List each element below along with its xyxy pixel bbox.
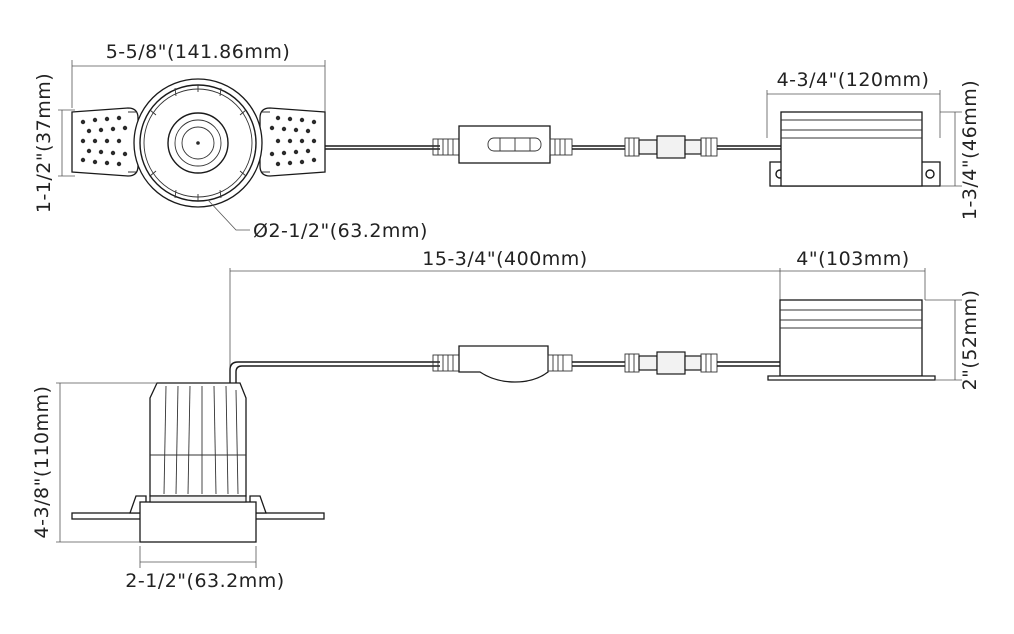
fixture-width-dimension: 2-1/2"(63.2mm): [125, 546, 284, 592]
top-diameter-dimension: Ø2-1/2"(63.2mm): [207, 199, 428, 242]
driver-side-width-label: 4"(103mm): [796, 248, 909, 270]
driver-side-view: 2"(52mm): [767, 290, 981, 391]
fixture-side-body: [71, 361, 440, 543]
top-width-label: 5-5/8"(141.86mm): [106, 41, 291, 63]
side-view: 15-3/4"(400mm) 4"(103mm): [31, 248, 981, 592]
top-diameter-label: Ø2-1/2"(63.2mm): [253, 220, 428, 242]
cable-length-dimension: 15-3/4"(400mm): [229, 248, 780, 370]
driver-top-width-label: 4-3/4"(120mm): [777, 69, 930, 91]
top-cable: [325, 125, 785, 164]
top-height-label: 1-1/2"(37mm): [33, 73, 55, 213]
side-cable: [432, 345, 780, 383]
right-spring-clip: [259, 107, 326, 177]
fixture-height-dimension: 4-3/8"(110mm): [31, 382, 157, 543]
left-spring-clip: [71, 107, 139, 177]
top-view: 5-5/8"(141.86mm) 1-1/2"(37mm): [33, 41, 981, 242]
driver-top-view: 4-3/4"(120mm) 1-3/4"(46mm): [766, 69, 981, 220]
driver-top-height-label: 1-3/4"(46mm): [959, 80, 981, 220]
top-width-dimension: 5-5/8"(141.86mm): [71, 41, 326, 118]
driver-side-width-dimension: 4"(103mm): [779, 248, 926, 300]
driver-side-height-label: 2"(52mm): [959, 290, 981, 391]
fixture-height-label: 4-3/8"(110mm): [31, 386, 53, 539]
fixture-top-body: [133, 78, 263, 208]
cable-length-label: 15-3/4"(400mm): [422, 248, 587, 270]
top-height-dimension: 1-1/2"(37mm): [33, 73, 75, 213]
fixture-width-label: 2-1/2"(63.2mm): [125, 570, 284, 592]
